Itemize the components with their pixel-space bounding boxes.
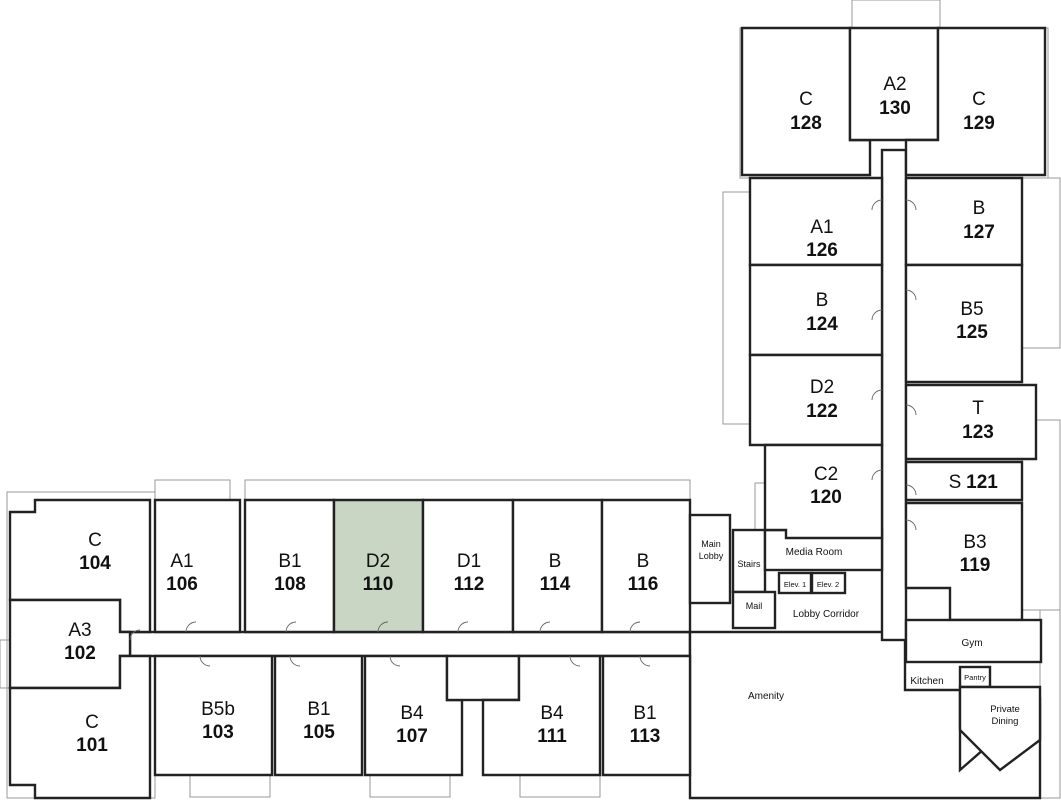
west-wing: C 104 A3 102 C 101 A1 106 B1 108 D2 110 …	[8, 498, 692, 800]
unit-126-type: A1	[810, 217, 833, 238]
unit-104-number: 104	[79, 553, 111, 574]
unit-106-type: A1	[170, 551, 193, 572]
private-dining-label-1: Private	[990, 704, 1020, 715]
unit-125-type: B5	[960, 299, 983, 320]
unit-112-type: D1	[457, 551, 481, 572]
unit-116-number: 116	[628, 574, 659, 595]
unit-121[interactable]	[904, 460, 1024, 502]
unit-130-number: 130	[879, 98, 911, 119]
unit-102-type: A3	[68, 620, 91, 641]
unit-111-type: B4	[540, 703, 564, 724]
elev1-label: Elev. 1	[784, 580, 806, 589]
stairs-label: Stairs	[737, 559, 761, 569]
media-room-label: Media Room	[786, 547, 843, 558]
unit-101-number: 101	[76, 735, 108, 756]
unit-106[interactable]	[153, 498, 242, 634]
unit-103-number: 103	[202, 722, 234, 743]
unit-122[interactable]	[748, 353, 884, 447]
unit-125[interactable]	[904, 263, 1024, 384]
private-dining-label-2: Dining	[992, 716, 1019, 727]
east-wing: C 128 A2 130 C 129 A1 126 B 124 D2 122 C…	[740, 26, 1047, 772]
unit-107-number: 107	[396, 726, 428, 747]
unit-122-type: D2	[810, 377, 834, 398]
unit-104-type: C	[88, 530, 102, 551]
unit-114-number: 114	[540, 574, 571, 595]
unit-126-number: 126	[806, 240, 838, 261]
main-lobby-label-1: Main	[701, 539, 721, 549]
unit-111[interactable]	[481, 654, 602, 777]
unit-102-number: 102	[64, 643, 96, 664]
unit-124-number: 124	[806, 314, 838, 335]
unit-123-type: T	[972, 398, 984, 419]
unit-125-number: 125	[956, 322, 988, 343]
unit-120-type: C2	[814, 464, 838, 485]
unit-113-number: 113	[630, 726, 661, 747]
unit-105-type: B1	[307, 699, 330, 720]
unit-106-number: 106	[166, 574, 198, 595]
kitchen-label: Kitchen	[910, 676, 943, 687]
main-lobby-label-2: Lobby	[699, 551, 724, 561]
unit-129[interactable]	[904, 26, 1047, 177]
unit-108-number: 108	[274, 574, 306, 595]
unit-101[interactable]	[8, 654, 152, 800]
unit-116-type: B	[637, 551, 650, 572]
elevator-2	[810, 571, 847, 595]
unit-127-type: B	[973, 198, 986, 219]
mail-label: Mail	[746, 601, 763, 611]
stairs	[731, 528, 767, 594]
unit-101-type: C	[85, 712, 99, 733]
unit-107-type: B4	[400, 703, 424, 724]
unit-124-type: B	[816, 290, 829, 311]
unit-130-type: A2	[883, 74, 906, 95]
unit-108-type: B1	[278, 551, 301, 572]
unit-121-number: 121	[966, 472, 998, 493]
unit-123[interactable]	[904, 383, 1038, 461]
unit-103-type: B5b	[201, 699, 235, 720]
gym[interactable]	[904, 618, 1043, 664]
unit-129-number: 129	[963, 113, 995, 134]
unit-116[interactable]	[600, 498, 692, 634]
unit-119-number: 119	[960, 555, 991, 576]
unit-111-number: 111	[537, 726, 567, 747]
unit-123-number: 123	[962, 422, 994, 443]
gym-label: Gym	[961, 638, 982, 649]
main-lobby[interactable]	[688, 513, 732, 605]
mail-room[interactable]	[731, 590, 777, 630]
unit-120-number: 120	[810, 487, 842, 508]
unit-112-number: 112	[454, 574, 485, 595]
unit-127-number: 127	[963, 222, 995, 243]
amenity-label: Amenity	[748, 691, 784, 702]
unit-122-number: 122	[806, 401, 838, 422]
unit-113-type: B1	[633, 703, 656, 724]
unit-121-type: S	[949, 472, 962, 493]
unit-119-type: B3	[963, 532, 986, 553]
unit-129-type: C	[972, 89, 986, 110]
unit-110-number: 110	[363, 574, 394, 595]
unit-110-type: D2	[366, 551, 390, 572]
door-swings	[129, 199, 917, 667]
private-dining[interactable]	[958, 685, 1042, 772]
unit-128-number: 128	[790, 113, 822, 134]
unit-113[interactable]	[601, 654, 692, 777]
unit-105-number: 105	[303, 722, 335, 743]
unit-120[interactable]	[763, 443, 884, 540]
lobby-corridor-label: Lobby Corridor	[793, 609, 860, 620]
unit-103[interactable]	[153, 654, 274, 777]
service-core	[445, 654, 521, 702]
elev2-label: Elev. 2	[817, 580, 839, 589]
unit-114-type: B	[549, 551, 562, 572]
unit-105[interactable]	[273, 654, 364, 777]
pantry-label: Pantry	[964, 673, 986, 682]
unit-128-type: C	[799, 89, 813, 110]
